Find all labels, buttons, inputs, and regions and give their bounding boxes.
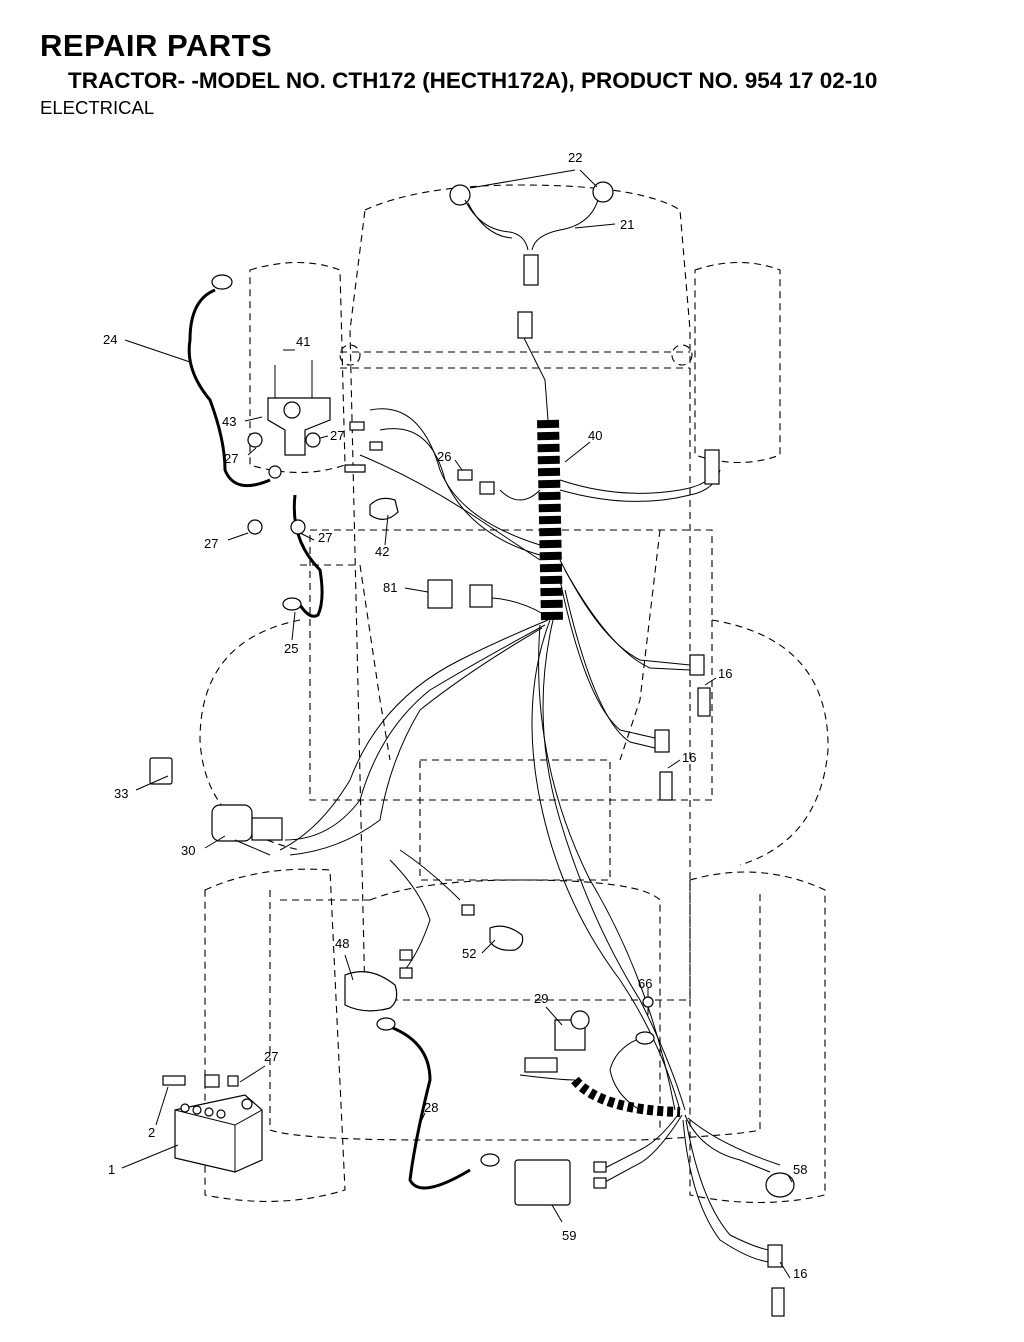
callout-42: 42 [375, 544, 389, 559]
callout-48: 48 [335, 936, 349, 951]
callout-26: 26 [437, 449, 451, 464]
headlight-harness [449, 181, 614, 421]
callout-24: 24 [103, 332, 117, 347]
callout-21: 21 [620, 217, 634, 232]
switches [344, 925, 681, 1117]
page-subtitle: TRACTOR- -MODEL NO. CTH172 (HECTH172A), … [68, 68, 878, 93]
main-harness-sleeve [279, 408, 721, 1111]
battery-cables [187, 274, 500, 1190]
callout-27-a: 27 [330, 428, 344, 443]
callout-59: 59 [562, 1228, 576, 1243]
callout-81: 81 [383, 580, 397, 595]
callout-25: 25 [284, 641, 298, 656]
callout-16-b: 16 [682, 750, 696, 765]
callout-40: 40 [588, 428, 602, 443]
callout-30: 30 [181, 843, 195, 858]
solenoid-assembly [247, 360, 399, 535]
callout-2: 2 [148, 1125, 155, 1140]
callout-27-e: 27 [264, 1049, 278, 1064]
callout-22: 22 [568, 150, 582, 165]
callout-28: 28 [424, 1100, 438, 1115]
leader-lines [121, 169, 793, 1279]
callout-58: 58 [793, 1162, 807, 1177]
battery [162, 1074, 263, 1173]
callout-43: 43 [222, 414, 236, 429]
callout-29: 29 [534, 991, 548, 1006]
callout-27-b: 27 [224, 451, 238, 466]
callout-16-c: 16 [793, 1266, 807, 1281]
tractor-outline [199, 184, 829, 1204]
callout-41: 41 [296, 334, 310, 349]
callout-33: 33 [114, 786, 128, 801]
callout-1: 1 [108, 1162, 115, 1177]
page-title: REPAIR PARTS [40, 28, 273, 63]
connectors [427, 469, 546, 616]
callout-27-c: 27 [204, 536, 218, 551]
callout-16-a: 16 [718, 666, 732, 681]
lower-harness [514, 1111, 795, 1317]
callout-66: 66 [638, 976, 652, 991]
callout-labels: 22 21 24 41 43 27 27 27 27 40 26 42 81 2… [103, 150, 807, 1281]
ignition-switch [149, 757, 283, 856]
callout-52: 52 [462, 946, 476, 961]
callout-27-d: 27 [318, 530, 332, 545]
section-label: ELECTRICAL [40, 97, 155, 118]
